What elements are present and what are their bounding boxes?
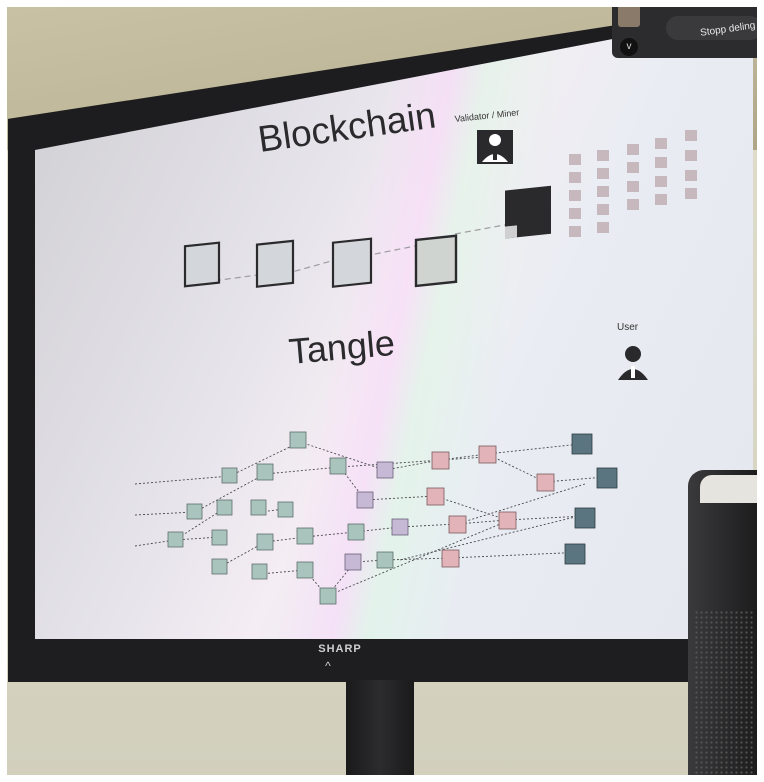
tangle-node: [356, 491, 374, 509]
tangle-node: [344, 553, 362, 571]
tangle-node: [574, 507, 596, 529]
tangle-node: [277, 501, 294, 518]
tangle-node: [571, 433, 593, 455]
slide-canvas: Blockchain Validator / Miner: [134, 94, 697, 605]
user-person-icon: [618, 346, 648, 380]
tangle-node: [391, 518, 409, 536]
tangle-node: [167, 531, 184, 548]
chain-block: [414, 234, 458, 288]
tangle-node: [186, 503, 203, 520]
chevron-down-icon[interactable]: v: [620, 38, 638, 56]
validator-label: Validator / Miner: [454, 107, 520, 124]
chain-block: [331, 237, 373, 288]
tangle-node: [441, 549, 460, 568]
tangle-node: [426, 487, 445, 506]
monitor-bottom-bezel: [8, 640, 688, 682]
presenter-avatar: [618, 5, 640, 27]
tangle-node: [329, 457, 347, 475]
tangle-node: [211, 558, 228, 575]
tangle-node: [431, 451, 450, 470]
tangle-node: [536, 473, 555, 492]
tangle-nodes-confirmed: [167, 431, 394, 605]
tangle-node: [319, 587, 337, 605]
chain-block: [183, 241, 221, 288]
chain-block: [255, 239, 295, 288]
speaker-grille: [694, 610, 754, 782]
tangle-node: [376, 461, 394, 479]
pending-transactions-grid: [569, 130, 697, 237]
tangle-node: [256, 463, 274, 481]
tangle-node: [221, 467, 238, 484]
tangle-node: [216, 499, 233, 516]
tangle-node: [250, 499, 267, 516]
tangle-node: [289, 431, 307, 449]
tangle-nodes-pink: [426, 445, 555, 568]
tangle-node: [448, 515, 467, 534]
tangle-node: [211, 529, 228, 546]
tangle-node: [498, 511, 517, 530]
power-indicator-icon: ^: [325, 659, 331, 673]
tangle-nodes-tips: [564, 433, 618, 565]
tangle-node: [478, 445, 497, 464]
miner-block: [505, 185, 551, 239]
tangle-node: [251, 563, 268, 580]
tangle-node: [347, 523, 365, 541]
validator-person-icon: [477, 130, 513, 164]
tangle-node: [296, 561, 314, 579]
tangle-node: [256, 533, 274, 551]
tangle-edges: [134, 441, 606, 597]
blockchain-title: Blockchain: [255, 94, 438, 160]
monitor-brand-logo: SHARP: [318, 643, 362, 655]
tangle-node: [296, 527, 314, 545]
speaker-top: [700, 475, 760, 503]
tangle-nodes-purple: [344, 461, 409, 571]
user-label: User: [617, 322, 639, 333]
tangle-node: [564, 543, 586, 565]
stop-sharing-button[interactable]: [666, 16, 762, 40]
tangle-node: [376, 551, 394, 569]
tangle-title: Tangle: [287, 322, 396, 372]
tangle-node: [596, 467, 618, 489]
monitor-stand: [346, 680, 414, 782]
